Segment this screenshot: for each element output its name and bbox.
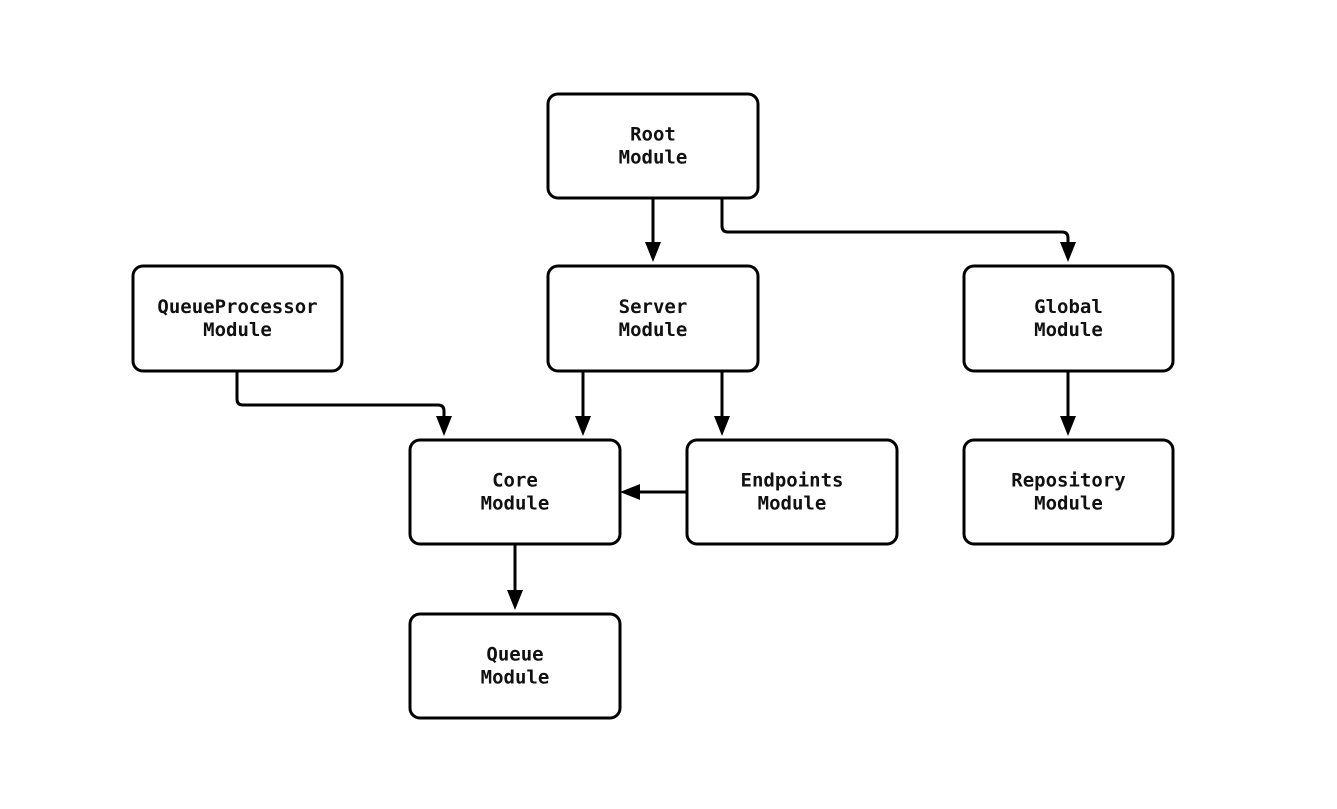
arrowhead-core-queue <box>507 590 523 610</box>
edge-queueprocessor-core: QueueProcessor Module to Core Module <box>235 371 452 436</box>
node-box-root[interactable] <box>546 92 760 200</box>
node-label-name-server: Server <box>619 296 688 318</box>
node-label-name-queueprocessor: QueueProcessor <box>157 296 317 318</box>
node-label-kind-repository: Module <box>1034 493 1103 515</box>
arrowhead-server-endpoints <box>714 416 730 436</box>
node-layer: RootModuleQueueProcessorModuleServerModu… <box>131 92 1175 720</box>
node-label-kind-core: Module <box>481 493 550 515</box>
node-box-repository[interactable] <box>962 438 1175 546</box>
node-box-global[interactable] <box>962 264 1175 373</box>
edge-line-queueprocessor-core <box>235 371 446 430</box>
arrowhead-root-server <box>645 242 661 262</box>
node-label-name-core: Core <box>492 470 538 492</box>
edge-server-endpoints: Server Module to Endpoints Module <box>714 371 730 436</box>
node-label-kind-server: Module <box>619 319 688 341</box>
edge-line-root-global <box>720 198 1070 256</box>
edge-root-server: Root Module to Server Module <box>645 198 661 262</box>
edge-core-queue: Core Module to Queue Module <box>507 544 523 610</box>
node-label-kind-global: Module <box>1034 319 1103 341</box>
arrowhead-server-core <box>575 416 591 436</box>
arrowhead-queueprocessor-core <box>436 416 452 436</box>
edge-endpoints-core: Endpoints Module to Core Module <box>620 484 687 500</box>
arrowhead-root-global <box>1060 242 1076 262</box>
node-box-endpoints[interactable] <box>685 438 899 546</box>
node-label-name-queue: Queue <box>486 644 543 666</box>
node-label-name-repository: Repository <box>1011 470 1125 492</box>
node-label-kind-queue: Module <box>481 667 550 689</box>
node-label-name-endpoints: Endpoints <box>741 470 844 492</box>
node-label-kind-root: Module <box>619 147 688 169</box>
edge-global-repository: Global Module to Repository Module <box>1060 371 1076 436</box>
node-box-queue[interactable] <box>408 612 622 720</box>
arrowhead-endpoints-core <box>620 484 640 500</box>
edge-layer: Root Module to Server Module Root Module … <box>235 198 1076 610</box>
node-label-kind-queueprocessor: Module <box>203 319 272 341</box>
edge-server-core: Server Module to Core Module <box>575 371 591 436</box>
node-box-core[interactable] <box>408 438 622 546</box>
edge-root-global: Root Module to Global Module <box>720 198 1076 262</box>
node-box-server[interactable] <box>546 264 760 373</box>
node-box-queueprocessor[interactable] <box>131 264 344 373</box>
node-label-name-root: Root <box>630 124 676 146</box>
node-label-kind-endpoints: Module <box>758 493 827 515</box>
arrowhead-global-repository <box>1060 416 1076 436</box>
node-label-name-global: Global <box>1034 296 1103 318</box>
